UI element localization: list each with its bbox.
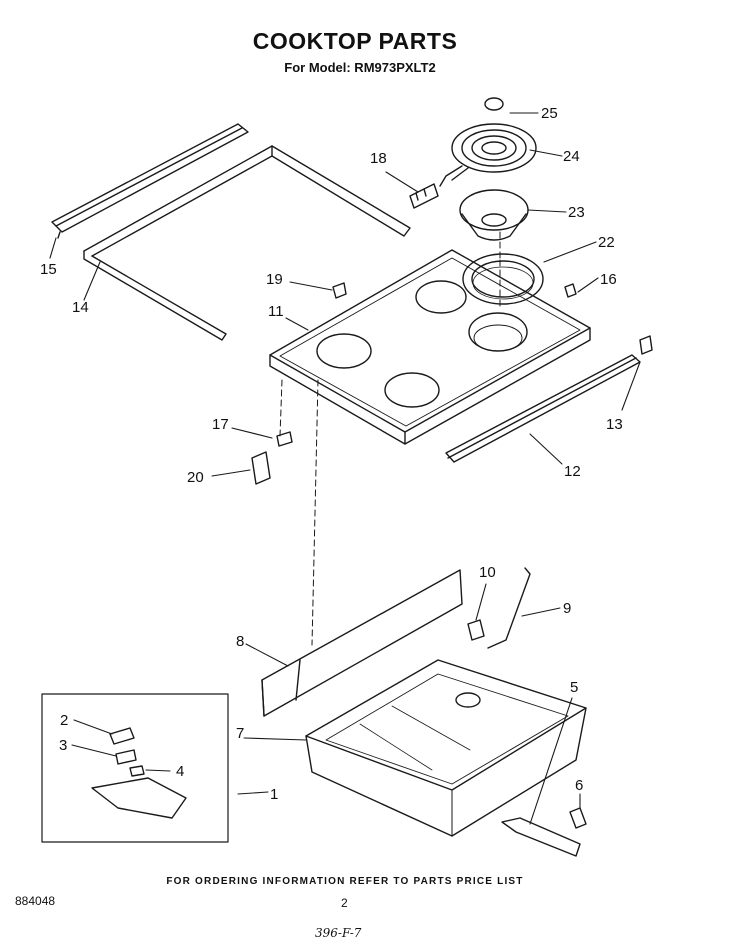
callout-3: 3	[59, 737, 68, 754]
callout-19: 19	[266, 271, 283, 288]
callout-12: 12	[564, 463, 581, 480]
part-plate-3	[115, 749, 137, 765]
callout-9: 9	[563, 600, 572, 617]
part-clip-10	[467, 619, 485, 641]
part-harness-1	[91, 777, 187, 819]
callout-22: 22	[598, 234, 615, 251]
callout-8: 8	[236, 633, 245, 650]
part-trim-ring-22	[462, 253, 544, 305]
handwritten-note: 396-F-7	[315, 926, 362, 940]
callout-6: 6	[575, 777, 584, 794]
model-subtitle: For Model: RM973PXLT2	[284, 60, 436, 75]
part-terminal-block-18	[409, 183, 439, 209]
part-trim-strip-15	[51, 123, 249, 239]
alignment-lines	[279, 231, 501, 646]
part-clip-6	[569, 807, 587, 829]
callout-16: 16	[600, 271, 617, 288]
leader-lines	[49, 112, 641, 825]
part-clip-19	[332, 282, 347, 299]
callout-14: 14	[72, 299, 89, 316]
part-clip-13	[639, 335, 653, 355]
part-cap-25	[484, 97, 504, 111]
callout-7: 7	[236, 725, 245, 742]
callout-15: 15	[40, 261, 57, 278]
part-switch-2	[109, 727, 135, 745]
part-wire-9	[487, 567, 531, 649]
part-bracket-20	[251, 451, 271, 485]
callout-18: 18	[370, 150, 387, 167]
callout-20: 20	[187, 469, 204, 486]
part-heat-shield-8	[261, 569, 463, 717]
part-drip-bowl-23	[459, 189, 529, 241]
document-number: 884048	[15, 894, 56, 908]
part-bracket-17	[276, 431, 293, 447]
callout-17: 17	[212, 416, 229, 433]
callout-5: 5	[570, 679, 579, 696]
part-frame-14	[83, 145, 411, 341]
part-bracket-5	[501, 817, 581, 857]
callout-23: 23	[568, 204, 585, 221]
callout-25: 25	[541, 105, 558, 122]
callout-24: 24	[563, 148, 580, 165]
part-clip-4	[129, 765, 145, 777]
ordering-note: FOR ORDERING INFORMATION REFER TO PARTS …	[166, 876, 524, 887]
part-burner-box-7	[305, 659, 587, 837]
inset-box	[41, 693, 229, 843]
callout-4: 4	[176, 763, 185, 780]
callout-2: 2	[60, 712, 69, 729]
page-title: COOKTOP PARTS	[252, 28, 458, 54]
page-number: 2	[341, 896, 348, 910]
callout-10: 10	[479, 564, 496, 581]
callout-13: 13	[606, 416, 623, 433]
part-cooktop-panel-11	[269, 249, 591, 445]
part-surface-element-24	[439, 123, 537, 187]
callout-1: 1	[270, 786, 279, 803]
part-clip-16	[564, 283, 577, 298]
callout-11: 11	[268, 303, 284, 320]
